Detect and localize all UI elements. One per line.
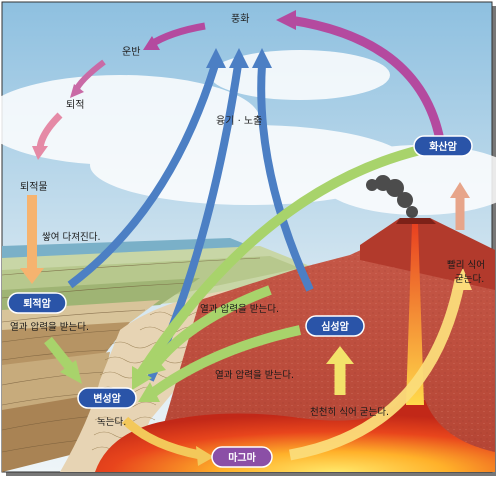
svg-text:마그마: 마그마 [228, 451, 256, 464]
label-compaction: 쌓여 다져진다. [42, 231, 100, 243]
magma-badge: 마그마 [211, 446, 273, 468]
label-fast-cool-1: 빨리 식어 [447, 260, 485, 271]
label-heat-pressure-2: 열과 압력을 받는다. [10, 321, 89, 333]
svg-text:퇴적암: 퇴적암 [23, 297, 51, 310]
svg-text:화산암: 화산암 [429, 140, 457, 153]
label-fast-cool-2: 굳는다. [455, 274, 484, 285]
label-slow-cool: 천천히 식어 굳는다. [310, 407, 389, 418]
label-deposition: 퇴적 [66, 99, 84, 111]
label-transport: 운반 [122, 46, 140, 58]
volcanic-rock-badge: 화산암 [413, 135, 473, 157]
label-heat-pressure-1: 열과 압력을 받는다. [200, 303, 279, 315]
label-uplift: 융기 · 노출 [216, 115, 262, 127]
label-heat-pressure-3: 열과 압력을 받는다. [215, 369, 294, 381]
svg-text:심성암: 심성암 [321, 320, 349, 333]
label-sediment: 퇴적물 [20, 181, 48, 193]
label-weathering: 풍화 [231, 13, 249, 25]
metamorphic-rock-badge: 변성암 [77, 387, 137, 409]
label-melts: 녹는다. [97, 417, 126, 428]
plutonic-rock-badge: 심성암 [305, 315, 365, 337]
sedimentary-rock-badge: 퇴적암 [7, 292, 67, 314]
svg-text:변성암: 변성암 [93, 392, 121, 405]
